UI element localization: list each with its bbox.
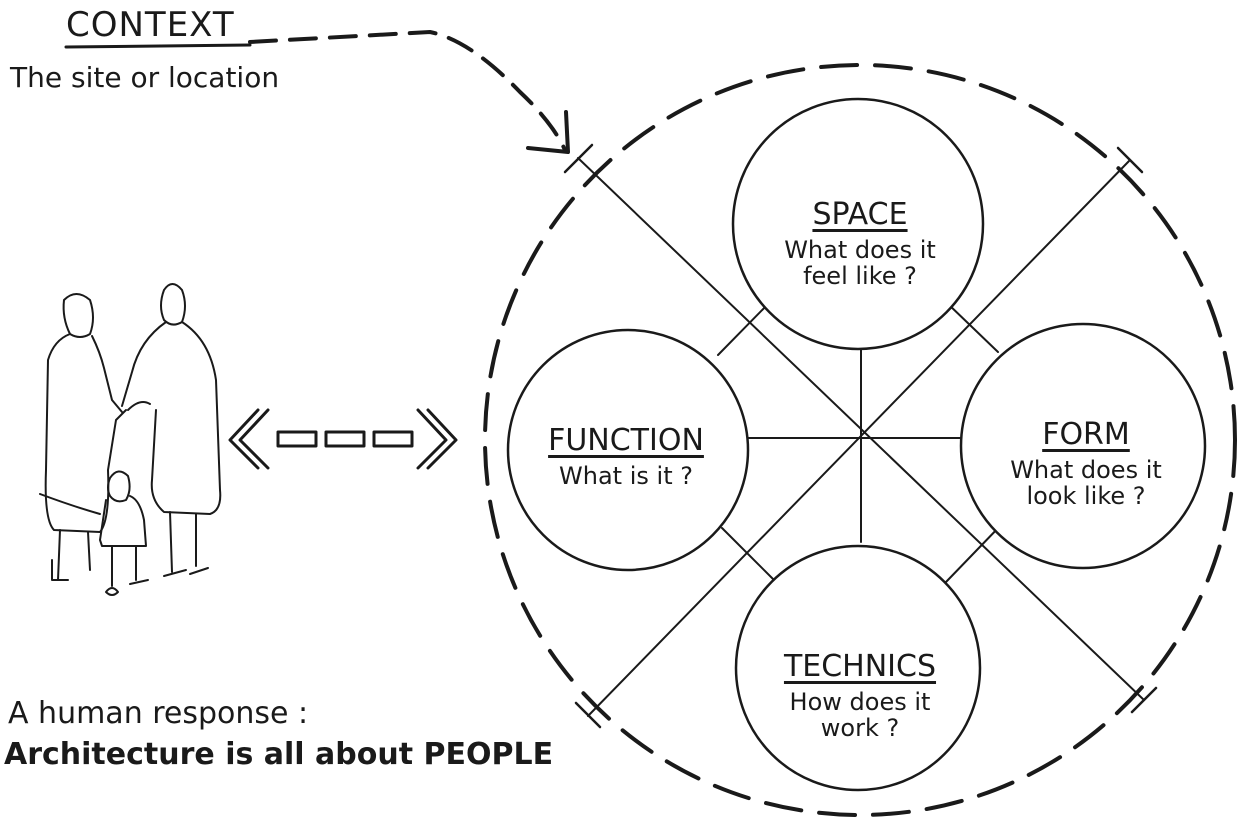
- people-sketch-icon: [40, 284, 220, 595]
- technics-question-line2: work ?: [762, 715, 958, 741]
- connector-space-form: [946, 302, 998, 352]
- double-arrow-icon: [230, 410, 456, 468]
- connector-function-technics: [722, 528, 776, 582]
- function-title: FUNCTION: [534, 424, 718, 457]
- space-node: SPACE What does it feel like ?: [760, 198, 960, 290]
- context-subtitle: The site or location: [10, 64, 279, 92]
- function-question-line1: What is it ?: [534, 463, 718, 489]
- form-node: FORM What does it look like ?: [988, 418, 1184, 510]
- space-question-line2: feel like ?: [760, 263, 960, 289]
- function-node: FUNCTION What is it ?: [534, 424, 718, 489]
- form-question-line2: look like ?: [988, 483, 1184, 509]
- human-response-text: A human response :: [8, 699, 308, 729]
- people-statement: Architecture is all about PEOPLE: [4, 740, 553, 770]
- context-leader-line: [250, 32, 565, 150]
- technics-node: TECHNICS How does it work ?: [762, 650, 958, 742]
- space-question-line1: What does it: [760, 237, 960, 263]
- technics-title: TECHNICS: [762, 650, 958, 683]
- connector-space-function: [718, 302, 770, 355]
- connector-form-technics: [946, 524, 1002, 582]
- technics-question-line1: How does it: [762, 689, 958, 715]
- space-title: SPACE: [760, 198, 960, 231]
- context-title: CONTEXT: [66, 8, 235, 42]
- form-title: FORM: [988, 418, 1184, 451]
- context-underline: [66, 45, 250, 47]
- form-question-line1: What does it: [988, 457, 1184, 483]
